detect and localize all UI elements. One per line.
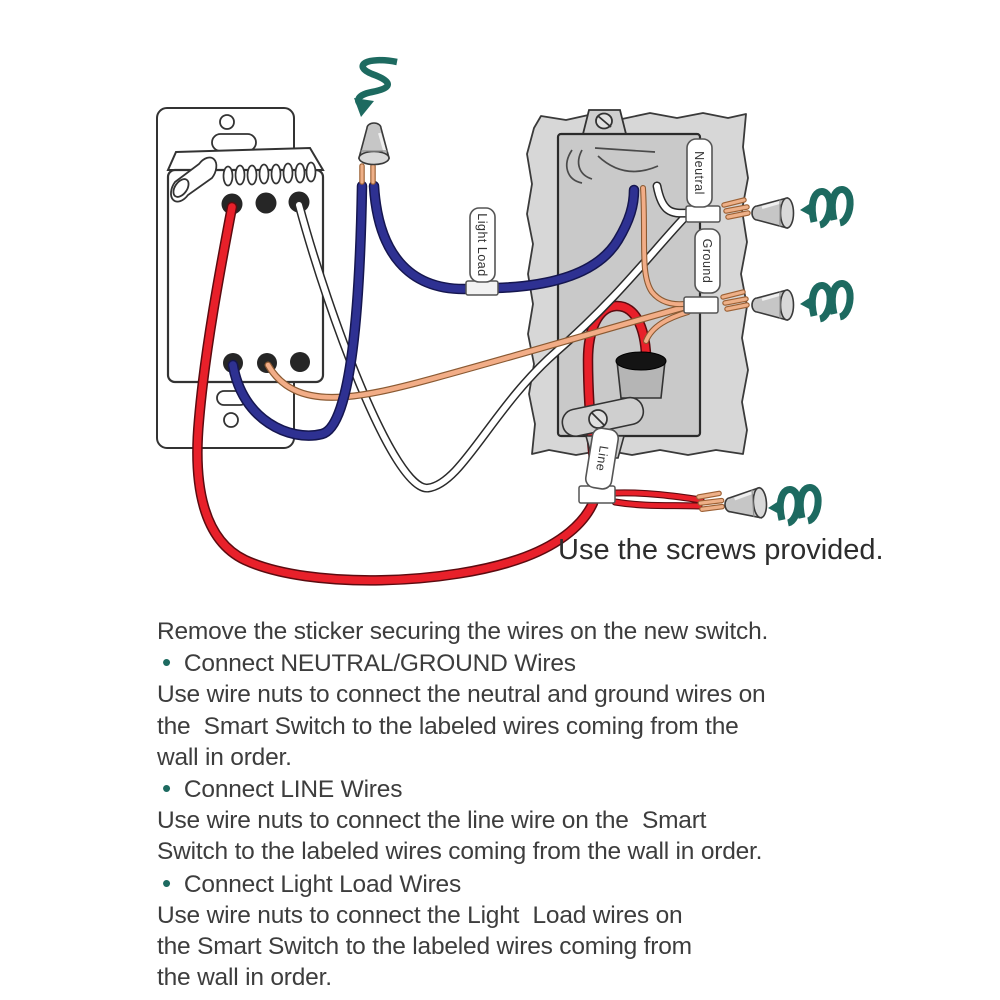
instruction-line: Use wire nuts to connect the line wire o… [157, 807, 707, 835]
line-bare-strands [698, 492, 723, 511]
bullet-icon: • [162, 867, 171, 898]
instruction-line: wall in order. [157, 743, 292, 771]
bullet-icon: • [162, 773, 171, 804]
wire-nut-line [722, 485, 769, 522]
tag-ground-text: Ground [700, 239, 714, 284]
neutral-junction-band [685, 205, 721, 223]
instruction-line: Switch to the labeled wires coming from … [157, 838, 763, 866]
conduit-opening [615, 351, 667, 371]
neutral-bare-strands [724, 200, 748, 217]
corner-cylinder [170, 156, 218, 203]
ground-junction-band [683, 296, 719, 314]
instruction-text: Connect NEUTRAL/GROUND Wires [183, 650, 576, 678]
wire-red-line [192, 201, 705, 586]
tag-light-load: Light Load [465, 207, 499, 296]
wire-nut-neutral [750, 196, 795, 230]
wire-blue-light-load [227, 163, 640, 441]
bullet-icon: • [162, 647, 171, 678]
wire-nut-light-load [357, 121, 391, 166]
instruction-line-bullet: • Connect Light Load Wires [157, 868, 887, 900]
twist-arrow-line [768, 487, 818, 523]
tag-line: Line [584, 427, 620, 490]
screw-slot [597, 115, 612, 128]
strap-slot-top [211, 133, 257, 152]
tag-light-load-text: Light Load [475, 213, 489, 276]
instructions: Remove the sticker securing the wires on… [157, 616, 887, 993]
strap-screw-hole-bottom [223, 412, 239, 428]
instruction-line-bullet: • Connect LINE Wires [157, 773, 887, 805]
wire-nut-ground [750, 288, 795, 322]
instruction-text: Connect LINE Wires [183, 776, 403, 804]
wiring-diagram: Light Load Neutral Ground Line Use the s… [156, 56, 884, 586]
tag-ground: Ground [694, 228, 721, 294]
wire-copper-ground [264, 185, 691, 401]
caption-use-screws: Use the screws provided. [558, 534, 884, 566]
instruction-line: Use wire nuts to connect the neutral and… [157, 681, 766, 709]
tag-neutral-text: Neutral [692, 151, 706, 195]
instruction-text: Connect Light Load Wires [183, 870, 462, 898]
twist-arrow-light-load [354, 56, 398, 117]
instruction-line-bullet: • Connect NEUTRAL/GROUND Wires [157, 647, 887, 679]
tag-line-text: Line [593, 445, 611, 473]
spring-terminals [222, 161, 317, 187]
twist-arrow-ground [800, 283, 850, 319]
cable-clamp-top [565, 147, 659, 184]
instruction-line: Remove the sticker securing the wires on… [157, 618, 769, 645]
ground-bare-strands [723, 292, 747, 309]
instruction-line: the Smart Switch to the labeled wires co… [157, 712, 739, 740]
instruction-line: Use wire nuts to connect the Light Load … [157, 901, 683, 929]
tag-neutral: Neutral [686, 138, 713, 208]
instruction-line: the wall in order. [157, 964, 332, 992]
screw-slot [591, 412, 606, 427]
instruction-line: the Smart Switch to the labeled wires co… [157, 933, 692, 961]
twist-arrow-neutral [800, 189, 850, 225]
strap-screw-hole-top [219, 114, 235, 130]
